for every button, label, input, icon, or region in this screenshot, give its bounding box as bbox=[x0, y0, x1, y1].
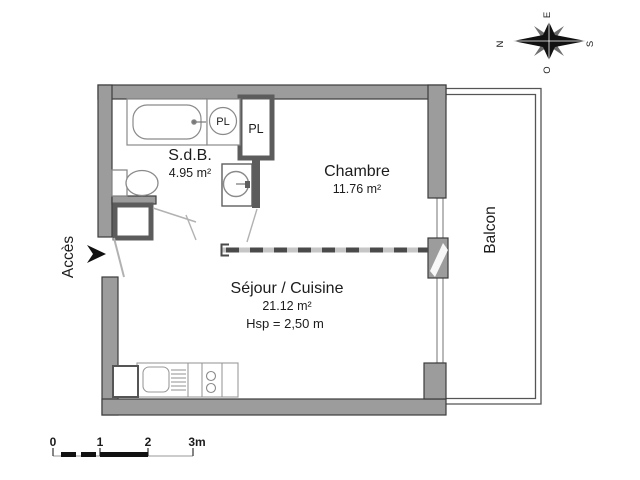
toilet-icon bbox=[111, 169, 159, 197]
door-swings bbox=[113, 207, 258, 278]
chambre-window bbox=[435, 197, 445, 238]
scale-tick-1: 1 bbox=[97, 435, 104, 449]
kitchen-sink-icon bbox=[142, 366, 170, 393]
sejour-name: Séjour / Cuisine bbox=[231, 280, 344, 297]
access-label: Accès bbox=[60, 236, 77, 278]
sdb-door-leaf bbox=[152, 207, 197, 223]
entry-closet-walls bbox=[112, 202, 154, 241]
chambre-name: Chambre bbox=[324, 163, 390, 180]
basin-side-wall bbox=[252, 156, 260, 208]
closet-large-label: PL bbox=[248, 122, 263, 136]
bathtub-icon bbox=[126, 98, 208, 146]
compass-rose-icon bbox=[513, 22, 586, 60]
sdb-area: 4.95 m² bbox=[169, 166, 211, 180]
exterior-walls bbox=[97, 84, 447, 416]
entrance-arrow-icon bbox=[87, 245, 106, 263]
water-heater-closet bbox=[206, 98, 241, 146]
balcon-name: Balcon bbox=[482, 206, 499, 253]
balcony-door bbox=[427, 237, 449, 279]
sejour-window bbox=[435, 278, 445, 364]
scale-bar: 0 1 2 3m bbox=[50, 435, 206, 457]
compass-east-label: E bbox=[542, 12, 553, 18]
sdb-door-swing bbox=[185, 214, 197, 241]
kitchen-counter bbox=[136, 362, 239, 398]
scale-tick-0: 0 bbox=[50, 435, 57, 449]
compass-west-label: O bbox=[542, 66, 553, 73]
ceiling-height-note: Hsp = 2,50 m bbox=[246, 316, 324, 331]
compass-north-label: N bbox=[495, 40, 506, 47]
cooktop-icon bbox=[205, 370, 217, 394]
drainboard-icon bbox=[171, 369, 186, 391]
sdb-name: S.d.B. bbox=[168, 147, 212, 164]
compass-south-label: S bbox=[585, 41, 596, 47]
balcony-railing bbox=[440, 87, 542, 405]
sejour-area: 21.12 m² bbox=[262, 299, 311, 313]
chambre-area: 11.76 m² bbox=[333, 182, 381, 196]
dashed-partition bbox=[220, 243, 428, 257]
appliance-box bbox=[112, 365, 139, 398]
hall-door-leaf bbox=[246, 208, 258, 243]
scale-tick-2: 2 bbox=[145, 435, 152, 449]
scale-tick-3: 3m bbox=[188, 435, 205, 449]
entrance-door-leaf bbox=[113, 237, 125, 278]
washbasin-icon bbox=[221, 163, 253, 207]
water-heater-label: PL bbox=[216, 116, 229, 128]
